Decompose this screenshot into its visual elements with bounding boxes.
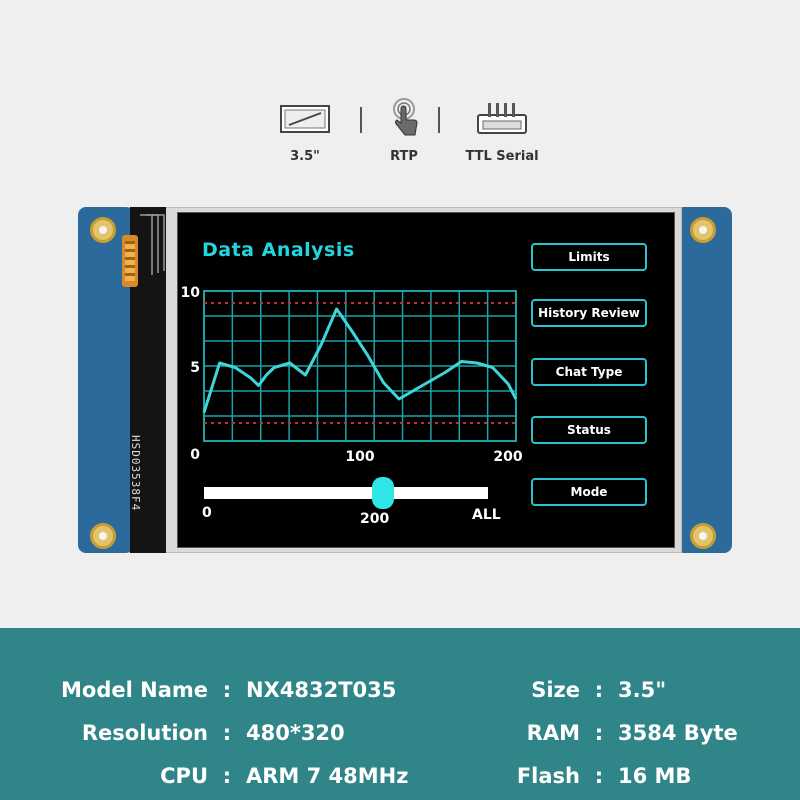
feature-strip: 3.5" RTP TTL Serial [0, 95, 800, 175]
feature-size-label: 3.5" [290, 149, 320, 164]
spec-model-name: Model Name:NX4832T035 [40, 678, 396, 702]
limits-button[interactable]: Limits [531, 243, 647, 271]
spec-cpu: CPU:ARM 7 48MHz [40, 764, 408, 788]
pcb-right [676, 207, 732, 553]
y-tick-label: 10 [181, 285, 201, 301]
mounting-hole [90, 217, 116, 243]
flex-traces [140, 214, 165, 275]
fpc-connector [122, 235, 138, 287]
mounting-hole [690, 523, 716, 549]
lcd-screen[interactable]: Data Analysis 0 5 10 100 200 Limits History … [177, 212, 675, 548]
chat-type-button[interactable]: Chat Type [531, 358, 647, 386]
y-tick-label: 5 [190, 360, 200, 376]
status-button[interactable]: Status [531, 416, 647, 444]
slider-min-label: 0 [202, 505, 212, 521]
touch-finger-icon [349, 95, 459, 143]
spec-ram: RAM:3584 Byte [480, 721, 738, 745]
panel-model-print: HSD03538F4 [129, 435, 142, 512]
x-tick-label: 200 [493, 449, 522, 465]
spec-key: Size [531, 678, 580, 702]
range-slider-track[interactable] [204, 487, 488, 499]
spec-value: NX4832T035 [246, 678, 397, 702]
feature-divider [438, 107, 440, 133]
spec-value: 480*320 [246, 721, 345, 745]
display-board: HSD03538F4 Data Analysis 0 5 10 100 200 Limi… [78, 205, 732, 555]
range-slider-thumb[interactable] [371, 477, 394, 509]
x-tick-label: 100 [345, 449, 374, 465]
data-chart: 0 5 10 100 200 [181, 285, 523, 465]
spec-key: RAM [526, 721, 580, 745]
feature-touch-label: RTP [390, 149, 418, 164]
spec-key: Resolution [81, 721, 208, 745]
series-line [202, 307, 518, 413]
mode-button[interactable]: Mode [531, 478, 647, 506]
feature-serial: TTL Serial [447, 95, 557, 164]
spec-value: 3.5" [618, 678, 667, 702]
feature-divider [360, 107, 362, 133]
spec-key: Flash [516, 764, 580, 788]
feature-size: 3.5" [250, 95, 360, 164]
feature-serial-label: TTL Serial [465, 149, 539, 164]
spec-value: ARM 7 48MHz [246, 764, 409, 788]
spec-flash: Flash:16 MB [480, 764, 692, 788]
slider-value-label: 200 [360, 511, 390, 527]
screen-title: Data Analysis [202, 239, 355, 261]
spec-value: 3584 Byte [618, 721, 738, 745]
spec-resolution: Resolution:480*320 [40, 721, 345, 745]
y-tick-label: 0 [190, 447, 200, 463]
mounting-hole [690, 217, 716, 243]
mounting-hole [90, 523, 116, 549]
screen-size-icon [250, 95, 360, 143]
spec-key: Model Name [61, 678, 208, 702]
spec-panel: Model Name:NX4832T035 Resolution:480*320… [0, 628, 800, 800]
spec-value: 16 MB [618, 764, 692, 788]
history-review-button[interactable]: History Review [531, 299, 647, 327]
feature-touch: RTP [349, 95, 459, 164]
spec-key: CPU [160, 764, 208, 788]
slider-max-label: ALL [472, 507, 501, 523]
spec-size: Size:3.5" [480, 678, 666, 702]
serial-connector-icon [447, 95, 557, 143]
